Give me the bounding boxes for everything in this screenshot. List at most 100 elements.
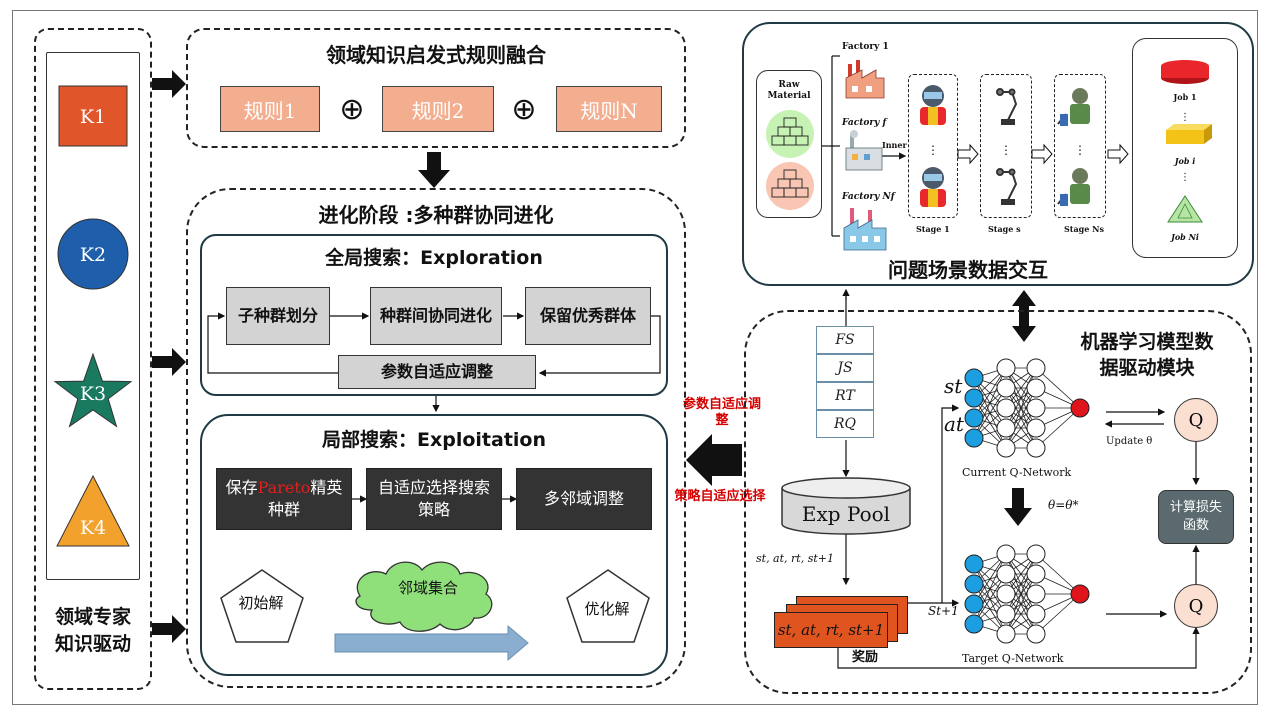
current-q-network-node [964,368,984,388]
param-adapt-text: 参数自适应调整 [682,396,761,428]
current-q-network-node [1026,438,1046,458]
q-target: Q [1174,584,1218,628]
svg-text:⋮: ⋮ [1074,143,1086,157]
target-net-label: Target Q-Network [962,652,1064,665]
job-i-label: Job i [1174,156,1196,166]
target-q-network-node [996,564,1016,584]
knowledge-shape-k4: K4 [56,474,130,547]
ml-to-evolution-arrow [686,434,742,486]
pareto-highlight: Pareto [257,478,311,498]
target-q-network-node [964,594,984,614]
raw-material-box [756,70,822,218]
factory-1-icon [845,60,885,99]
current-q-network [964,358,1090,458]
global-feedback: 参数自适应调整 [338,355,536,389]
factory-f-label: Factory f [842,118,887,128]
worker-icon-top [920,85,946,125]
strategy-adapt-text: 策略自适应选择 [674,488,766,504]
raw-line1: Raw [778,80,800,91]
svg-text:⋮: ⋮ [1180,112,1190,123]
job-i-box [1166,124,1212,144]
knowledge-label-k1: K1 [80,106,106,128]
current-q-network-node [964,408,984,428]
expert-arrow-bottom [152,615,186,643]
scenario-dqn-double-arrow [1012,290,1036,342]
outer-frame [12,10,1258,705]
rule-2: 规则2 [382,86,494,132]
robot-arm-top [996,88,1018,125]
current-q-network-node [996,438,1016,458]
factory-f-icon [845,130,883,171]
expert-caption: 领域专家 知识驱动 [36,596,150,666]
neighborhood-label: 邻域集合 [397,578,458,597]
knowledge-shape-k2: K2 [57,218,129,290]
search-progress-arrow [334,624,529,662]
target-q-network-node [996,604,1016,624]
ml-title: 机器学习模型数 据驱动模块 [1058,328,1236,384]
scenario-panel [742,22,1254,286]
knowledge-shape-k3: K3 [53,352,133,428]
heuristic-title: 领域知识启发式规则融合 [326,42,546,67]
target-q-network-node [964,574,984,594]
target-q-network [964,544,1090,644]
neighborhood-cloud [355,561,493,632]
reward-label: 奖励 [852,650,879,665]
svg-text:⋮: ⋮ [1180,172,1190,183]
raw-line2: Material [767,91,811,101]
welder-icon-bottom [1057,168,1090,206]
state-rq: RQ [816,410,874,438]
exp-pool-label: Exp Pool [801,502,891,526]
local-search-panel [200,414,668,676]
expert-knowledge-panel [34,28,152,690]
job-n-label: Job Ni [1171,232,1199,242]
target-q-network-node [996,584,1016,604]
current-q-network-node [1026,418,1046,438]
robot-arm-bottom [996,168,1018,205]
target-q-network-node [1026,624,1046,644]
state-rt: RT [816,382,874,410]
ml-title-line1: 机器学习模型数 [1080,331,1214,354]
transition-label: st, at, rt, st+1 [756,552,834,565]
st-text: st [944,374,963,398]
st-label: st [944,374,962,398]
inner-label: Inner [882,140,907,150]
current-net-label: Current Q-Network [962,466,1072,479]
param-adapt-label: 参数自适应调整 [672,392,772,434]
global-step-elite: 保留优秀群体 [525,287,651,345]
state-fs: FS [816,326,874,354]
raw-material-stacks [766,110,814,210]
evolution-title: 进化阶段 :多种群协同进化 [318,202,554,227]
factory-1-label: Factory 1 [842,42,889,52]
update-label: Update θ [1106,436,1153,447]
optimized-solution-label: 优化解 [584,599,630,618]
heuristic-panel [186,28,686,148]
job-1-label: Job 1 [1173,92,1197,102]
operator-2: ⊕ [511,91,537,127]
target-q-network-node [996,544,1016,564]
knowledge-label-k2: K2 [80,244,106,266]
pareto-prefix: 保存 [225,478,258,498]
factory-nf-icon [843,208,887,251]
jobs-box [1132,38,1238,258]
factory-icons [843,60,887,251]
ml-panel [744,310,1252,694]
stage-icons: ⋮ ⋮ ⋮ [920,85,1090,207]
target-q-network-node [996,624,1016,644]
expert-caption-line1: 领域专家 [54,606,131,629]
svg-text:⋮: ⋮ [927,143,939,157]
target-q-network-node [1070,584,1090,604]
loss-function-box: 计算损失函数 [1158,490,1234,544]
current-to-target-arrow [1004,488,1032,526]
current-q-network-node [996,358,1016,378]
local-solution-shapes [220,561,650,643]
target-q-network-node [1026,564,1046,584]
local-step-strategy: 自适应选择搜索策略 [366,468,502,530]
at-text: at [944,412,964,436]
optimized-solution-pentagon [566,569,650,643]
svg-text:⋮: ⋮ [1000,143,1012,157]
q-current: Q [1174,398,1218,442]
heuristic-to-evolution-arrow [418,152,450,188]
local-step-neighborhood: 多邻域调整 [516,468,652,530]
